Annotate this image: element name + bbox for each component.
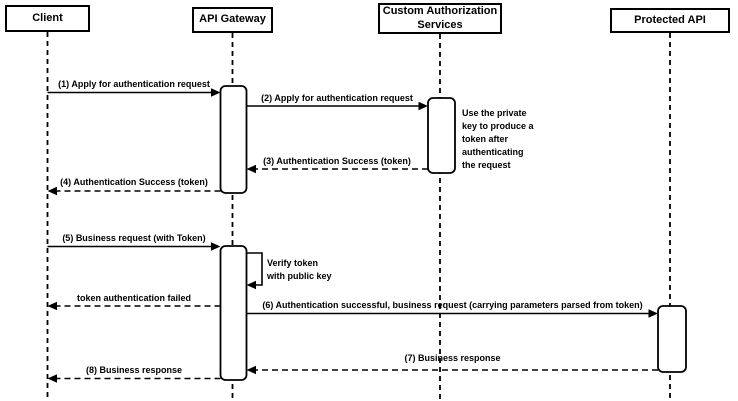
message-label-8: (8) Business response [85, 365, 183, 375]
message-arrow-7-business-response [246, 365, 658, 375]
message-label-1: (1) Apply for authentication request [58, 79, 210, 89]
participant-client: Client [5, 5, 90, 32]
activation-bar-gateway-auth [219, 85, 248, 194]
note-private-key-token: Use the private key to produce a token a… [462, 108, 534, 170]
participant-api-gateway: API Gateway [192, 7, 273, 33]
message-label-4: (4) Authentication Success (token) [60, 177, 208, 187]
message-label-5: (5) Business request (with Token) [62, 233, 206, 243]
participant-client-label: Client [32, 11, 63, 24]
message-arrow-token-auth-failed [47, 301, 221, 311]
message-label-self-verify-token: Verify token with public key [267, 258, 332, 281]
participant-protected-api: Protected API [610, 8, 730, 33]
message-label-6: (6) Authentication successful, business … [262, 300, 643, 310]
message-arrow-self-verify-token [246, 252, 263, 290]
activation-bar-auth-service [427, 97, 456, 174]
activation-bar-gateway-business [219, 245, 248, 381]
message-arrow-4-auth-success-to-client [47, 186, 221, 196]
message-arrow-3-auth-success-return [246, 164, 428, 174]
participant-protected-api-label: Protected API [634, 13, 706, 26]
activation-bar-protected-api [657, 305, 687, 373]
message-arrow-1-auth-request [47, 88, 221, 97]
message-label-2: (2) Apply for authentication request [261, 92, 413, 103]
message-arrow-2-auth-request-forward [246, 101, 428, 111]
message-arrow-6-business-request-forward [246, 309, 658, 318]
message-label-token-auth-failed: token authentication failed [76, 292, 191, 303]
message-label-3: (3) Authentication Success (token) [263, 155, 411, 166]
message-arrow-8-business-response-to-client [47, 374, 221, 383]
participant-custom-authorization-services-label: Custom Authorization Services [382, 5, 498, 31]
participant-custom-authorization-services: Custom Authorization Services [378, 3, 502, 34]
participant-api-gateway-label: API Gateway [199, 13, 266, 26]
message-label-7: (7) Business response [404, 353, 501, 363]
message-arrow-5-business-request [47, 242, 221, 251]
